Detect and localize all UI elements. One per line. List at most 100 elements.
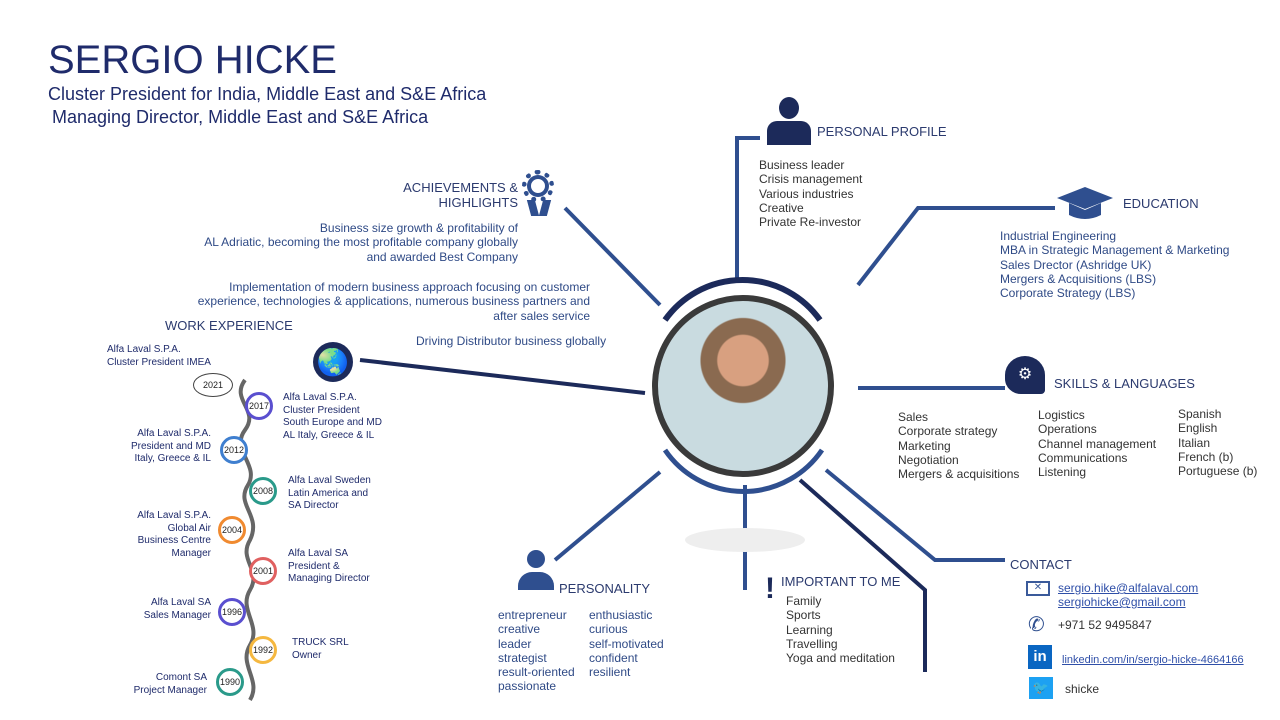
personality-column-1: entrepreneur creative leader strategist … [498, 608, 575, 694]
text-line: after sales service [493, 308, 590, 323]
text-line: Italy, Greece & IL [134, 453, 211, 464]
text-line: Global Air [167, 522, 211, 534]
languages-list: Spanish English Italian French (b) Portu… [1178, 407, 1257, 478]
text-line: TRUCK SRL [292, 637, 349, 648]
year-badge: 1992 [249, 636, 277, 664]
person-icon [518, 550, 554, 592]
important-title: IMPORTANT TO ME [781, 574, 901, 589]
skills-column-2: Logistics Operations Channel management … [1038, 408, 1156, 479]
year-badge: 1996 [218, 598, 246, 626]
head-gears-icon: ⚙ [1005, 356, 1045, 394]
list-item: Various industries [759, 186, 854, 201]
list-item: French (b) [1178, 449, 1234, 464]
subtitle-2: Managing Director, Middle East and S&E A… [52, 107, 429, 127]
personal-profile-list: Business leader Crisis management Variou… [759, 158, 862, 229]
achievement-3: Driving Distributor business globally [416, 334, 607, 348]
envelope-icon: ✕ [1026, 581, 1050, 596]
text-line: Alfa Laval Sweden [288, 475, 371, 486]
list-item: Sales Drector (Ashridge UK) [1000, 257, 1152, 272]
achievements-title-line-1: ACHIEVEMENTS & [403, 180, 518, 195]
text-line: Project Manager [133, 684, 207, 696]
text-line: Alfa Laval SA [150, 597, 211, 608]
text-line: experience, technologies & applications,… [197, 294, 590, 309]
text-line: Alfa Laval S.P.A. [283, 392, 357, 403]
list-item: Yoga and meditation [786, 651, 895, 666]
list-item: Italian [1178, 435, 1211, 450]
list-item: leader [498, 636, 532, 651]
phone-number: +971 52 9495847 [1058, 618, 1152, 632]
list-item: Logistics [1038, 408, 1085, 422]
list-item: Family [786, 594, 822, 608]
list-item: Mergers & Acquisitions (LBS) [1000, 271, 1157, 286]
year-badge: 1990 [216, 668, 244, 696]
list-item: English [1178, 421, 1218, 436]
text-line: AL Italy, Greece & IL [283, 429, 375, 441]
text-line: Cluster President [283, 404, 360, 416]
linkedin-link[interactable]: linkedin.com/in/sergio-hicke-4664166 [1062, 654, 1244, 666]
award-ribbon-icon [522, 170, 556, 220]
list-item: Corporate Strategy (LBS) [1000, 286, 1136, 301]
list-item: MBA in Strategic Management & Marketing [1000, 243, 1230, 258]
list-item: Sales [898, 410, 929, 424]
list-item: Marketing [898, 438, 951, 453]
list-item: Industrial Engineering [1000, 229, 1117, 243]
personality-title: PERSONALITY [559, 581, 651, 596]
text-line: and awarded Best Company [366, 249, 518, 264]
exclamation-icon: ! [765, 572, 775, 605]
graduation-cap-icon [1057, 187, 1113, 219]
text-line: South Europe and MD [283, 417, 382, 428]
list-item: confident [589, 650, 638, 665]
businessman-icon [767, 97, 811, 147]
list-item: Business leader [759, 158, 845, 172]
list-item: Negotiation [898, 452, 959, 467]
list-item: Mergers & acquisitions [898, 467, 1020, 482]
list-item: Spanish [1178, 407, 1222, 421]
text-line: President & [288, 560, 340, 572]
education-title: EDUCATION [1123, 196, 1199, 211]
text-line: Cluster President IMEA [107, 356, 211, 368]
text-line: Sales Manager [143, 609, 211, 621]
list-item: Channel management [1038, 436, 1157, 451]
list-item: Travelling [786, 636, 838, 651]
contact-title: CONTACT [1010, 557, 1072, 572]
email-work-link[interactable]: sergio.hike@alfalaval.com [1058, 581, 1199, 595]
achievements-title-line-2: HIGHLIGHTS [438, 195, 518, 210]
list-item: Crisis management [759, 172, 863, 187]
text-line: Latin America and [288, 487, 369, 499]
list-item: Listening [1038, 465, 1087, 480]
text-line: Comont SA [155, 672, 207, 683]
text-line: President and MD [130, 440, 211, 452]
linkedin-icon: in [1028, 645, 1052, 669]
year-badge: 2001 [249, 557, 277, 585]
personality-column-2: enthusiastic curious self-motivated conf… [589, 608, 664, 679]
year-badge: 2021 [193, 373, 233, 397]
list-item: Operations [1038, 422, 1097, 437]
work-experience-title: WORK EXPERIENCE [165, 318, 293, 333]
skills-title: SKILLS & LANGUAGES [1054, 376, 1195, 391]
text-line: Alfa Laval SA [288, 548, 349, 559]
achievement-1: Business size growth & profitability of … [118, 221, 518, 264]
list-item: strategist [498, 650, 547, 665]
globe-icon: 🌏 [313, 342, 353, 382]
list-item: Creative [759, 200, 804, 215]
list-item: result-oriented [498, 665, 575, 680]
page-title: SERGIO HICKE [48, 38, 337, 82]
list-item: entrepreneur [498, 608, 567, 622]
list-item: Learning [786, 622, 833, 637]
text-line: Implementation of modern business approa… [229, 280, 590, 294]
text-line: Manager [171, 547, 211, 559]
list-item: Portuguese (b) [1178, 464, 1258, 479]
list-item: creative [498, 622, 541, 637]
work-entry-2021: Alfa Laval S.P.A.Cluster President IMEA [107, 344, 211, 369]
education-list: Industrial Engineering MBA in Strategic … [1000, 229, 1229, 300]
twitter-icon: 🐦 [1029, 677, 1053, 699]
email-personal-link[interactable]: sergiohicke@gmail.com [1058, 595, 1186, 609]
achievements-title: ACHIEVEMENTS & HIGHLIGHTS [360, 180, 518, 210]
year-badge: 2012 [220, 436, 248, 464]
